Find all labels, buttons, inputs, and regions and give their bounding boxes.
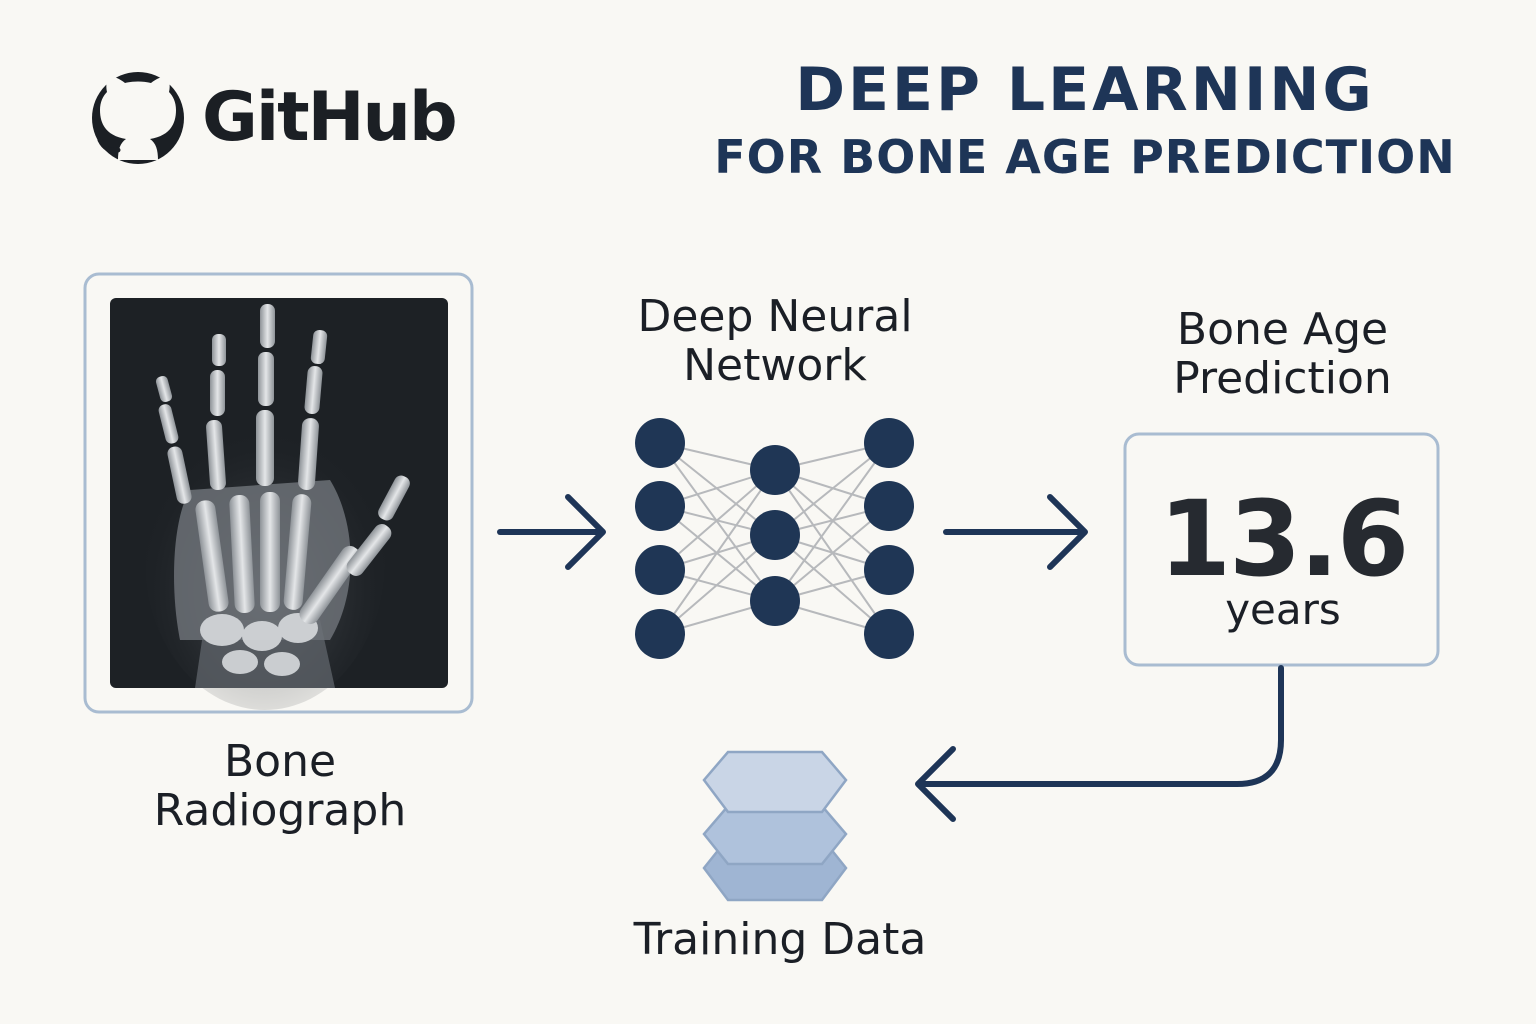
- output-node: [864, 545, 914, 595]
- prediction-box: [1123, 432, 1440, 667]
- page-subtitle: FOR BONE AGE PREDICTION: [714, 130, 1456, 184]
- prediction-label-line2: Prediction: [1173, 353, 1392, 405]
- radiograph-label-line1: Bone: [223, 736, 337, 787]
- github-logo-text[interactable]: GitHub: [202, 78, 458, 157]
- output-node: [864, 418, 914, 468]
- page-title: DEEP LEARNING: [795, 55, 1375, 125]
- prediction-value: 13.6: [1158, 478, 1410, 600]
- arrow-network-to-prediction: [943, 494, 1088, 570]
- hidden-node: [750, 510, 800, 560]
- radiograph-label-line2: Radiograph: [153, 785, 407, 837]
- radiograph-label: Bone Radiograph: [100, 737, 460, 836]
- input-node: [635, 481, 685, 531]
- input-node: [635, 609, 685, 659]
- arrow-input-to-network: [497, 494, 606, 570]
- training-data-label: Training Data: [633, 914, 927, 965]
- github-octocat-icon[interactable]: [92, 72, 184, 164]
- output-node: [864, 481, 914, 531]
- input-node: [635, 545, 685, 595]
- arrow-prediction-to-training: [915, 665, 1284, 822]
- output-node: [864, 609, 914, 659]
- network-label-line2: Network: [683, 340, 867, 392]
- prediction-unit: years: [1225, 585, 1341, 634]
- network-label-line1: Deep Neural: [637, 291, 913, 342]
- network-label: Deep Neural Network: [600, 292, 950, 391]
- prediction-label-line1: Bone Age: [1176, 304, 1389, 355]
- hidden-node: [750, 445, 800, 495]
- network-nodes: [635, 418, 914, 659]
- layers-stack-icon: [702, 750, 848, 902]
- hidden-node: [750, 576, 800, 626]
- input-node: [635, 418, 685, 468]
- hand-xray-image: [110, 298, 448, 710]
- prediction-label: Bone Age Prediction: [1110, 305, 1455, 404]
